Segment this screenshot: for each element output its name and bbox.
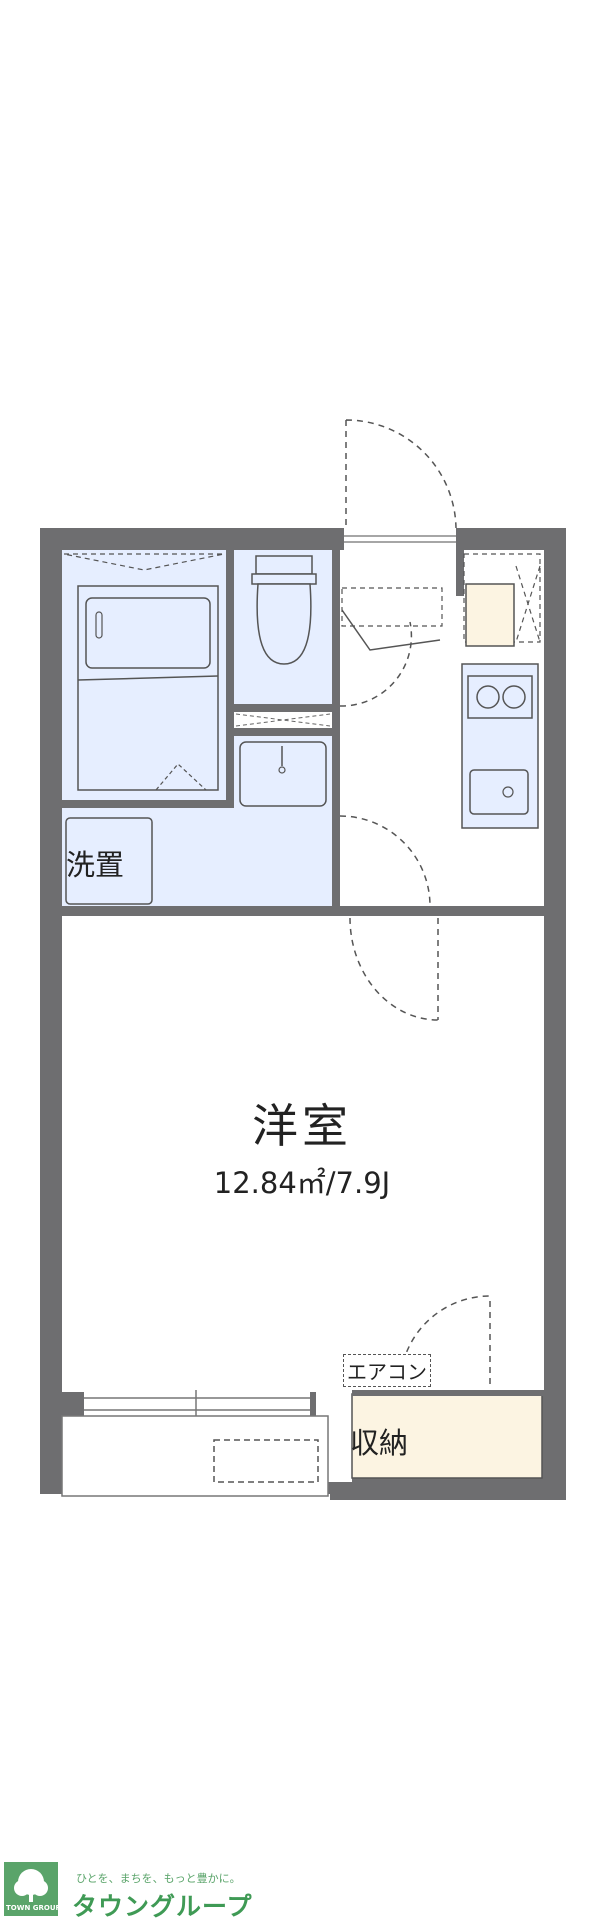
balcony [61,1415,329,1497]
kitchen-cabinet [465,583,515,647]
wall-toilet-bottom [234,704,332,712]
washbasin [239,741,327,807]
brand-sub-label: TOWN GROUP [6,1904,61,1912]
storage-label: 収納 [350,1426,409,1460]
wall-divider-main [62,906,544,916]
brand-footer: TOWN GROUP ひとを、まちを、もっと豊かに。 タウングループ [0,1856,604,1921]
logo-tree-icon [4,1862,58,1916]
aircon-label: エアコン [343,1354,431,1387]
wall-bath-right [226,550,234,808]
brand-name: タウングループ [72,1892,253,1921]
wall-sink-top [234,728,332,736]
toilet-bowl [256,583,312,665]
brand-tagline: ひとを、まちを、もっと豊かに。 [76,1872,241,1885]
entrance-door-opening [344,528,456,550]
stove [467,675,533,719]
room-name: 洋室 [252,1099,352,1153]
balcony-window-opening [84,1390,310,1418]
balcony-outdoor-unit [213,1439,319,1483]
wall-toilet-right [332,550,340,908]
washer-label: 洗置 [66,848,125,882]
wall-kitchen-left [456,550,464,596]
closet [351,1393,543,1479]
toilet-tank [255,555,313,575]
shoe-cabinet [341,587,443,627]
room-area: 12.84㎡/7.9J [213,1166,391,1200]
kitchen-sink [469,769,529,815]
wall-bath-bottom [62,800,234,808]
washer-space [65,817,153,905]
